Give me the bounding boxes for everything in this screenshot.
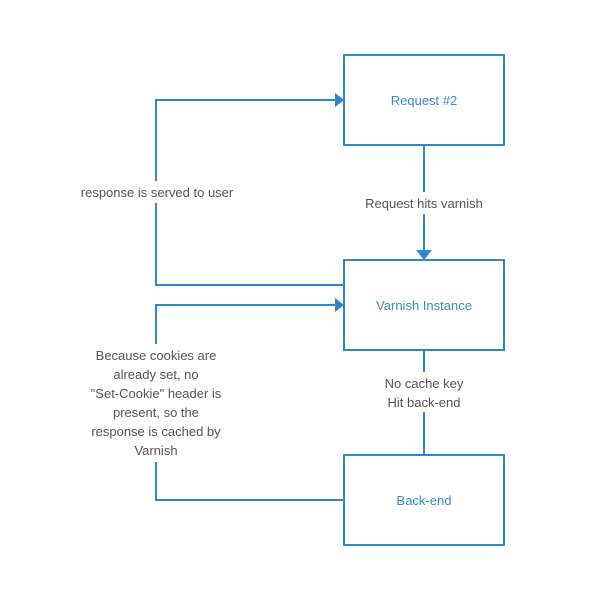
edge-label-cached-line-5: response is cached by — [91, 424, 221, 439]
node-varnish-box — [343, 259, 505, 351]
arrowhead-served-to-user — [335, 93, 344, 107]
edge-label-no-cache-key-line-2: Hit back-end — [388, 395, 461, 410]
edge-label-cached-line-1: Because cookies are — [96, 348, 217, 363]
node-request-label: Request #2 — [391, 93, 458, 108]
edge-label-cached-line-6: Varnish — [134, 443, 177, 458]
label-bg-hits-varnish — [355, 192, 493, 214]
label-bg-served-to-user — [72, 181, 242, 203]
edge-label-cached-line-4: present, so the — [113, 405, 199, 420]
label-bg-cached-by-varnish — [80, 344, 234, 462]
edge-label-hits-varnish: Request hits varnish — [365, 196, 483, 211]
label-bg-no-cache-key — [376, 372, 472, 412]
arrowhead-hits-varnish — [416, 250, 432, 260]
edge-label-cached-line-3: "Set-Cookie" header is — [91, 386, 222, 401]
edge-label-served-to-user: response is served to user — [81, 185, 234, 200]
edge-label-cached-line-2: already set, no — [113, 367, 198, 382]
node-request-box — [343, 54, 505, 146]
node-backend-box — [343, 454, 505, 546]
arrowhead-cached-by-varnish — [335, 298, 344, 312]
node-varnish-label: Varnish Instance — [376, 298, 472, 313]
node-backend-label: Back-end — [397, 493, 452, 508]
edge-label-no-cache-key-line-1: No cache key — [385, 376, 464, 391]
